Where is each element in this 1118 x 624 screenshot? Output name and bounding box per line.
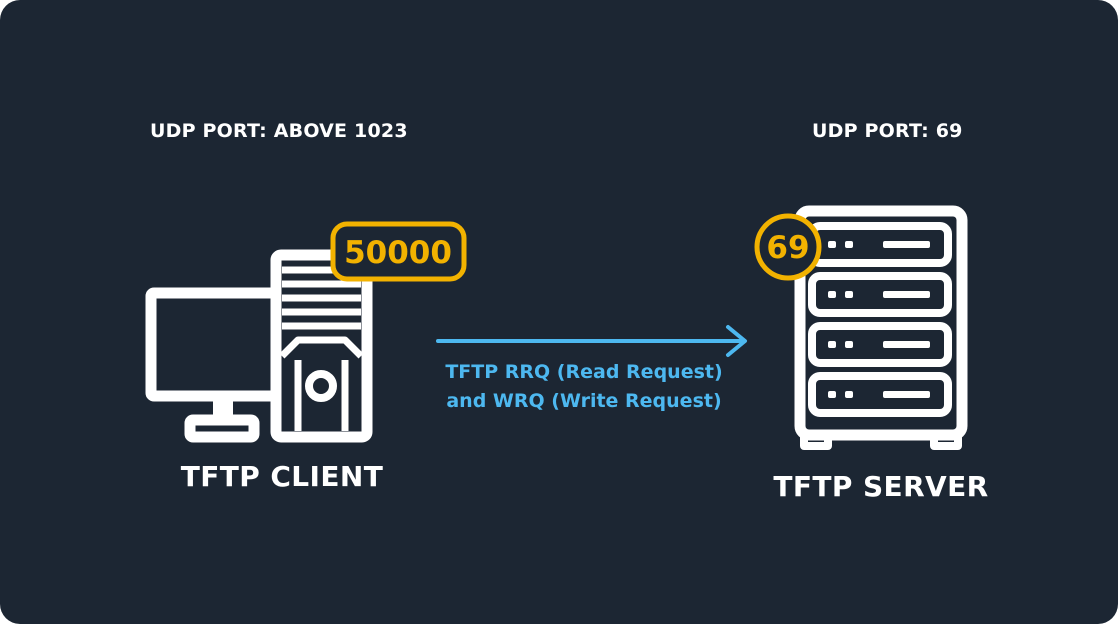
server-title: TFTP SERVER bbox=[773, 470, 989, 503]
request-arrow bbox=[436, 325, 747, 357]
monitor-base bbox=[184, 414, 260, 443]
server-rack-icon bbox=[794, 205, 968, 450]
arrow-head-icon bbox=[726, 325, 747, 357]
desktop-computer-icon bbox=[145, 249, 373, 443]
client-title: TFTP CLIENT bbox=[180, 460, 384, 493]
tower-panel bbox=[279, 336, 364, 359]
client-port-badge bbox=[330, 221, 467, 282]
arrow-caption: TFTP RRQ (Read Request) and WRQ (Write R… bbox=[434, 358, 734, 416]
server-port-badge bbox=[754, 213, 822, 281]
power-button-icon bbox=[305, 370, 337, 402]
client-port-badge-value: 50000 bbox=[344, 235, 452, 271]
arrow-caption-line1: TFTP RRQ (Read Request) bbox=[445, 361, 723, 383]
arrow-caption-line2: and WRQ (Write Request) bbox=[446, 390, 722, 412]
server-port-badge-value: 69 bbox=[766, 230, 809, 266]
server-port-label: UDP PORT: 69 bbox=[812, 120, 963, 142]
monitor-neck bbox=[213, 396, 233, 420]
client-port-label: UDP PORT: ABOVE 1023 bbox=[150, 120, 408, 142]
monitor-screen bbox=[145, 287, 291, 402]
